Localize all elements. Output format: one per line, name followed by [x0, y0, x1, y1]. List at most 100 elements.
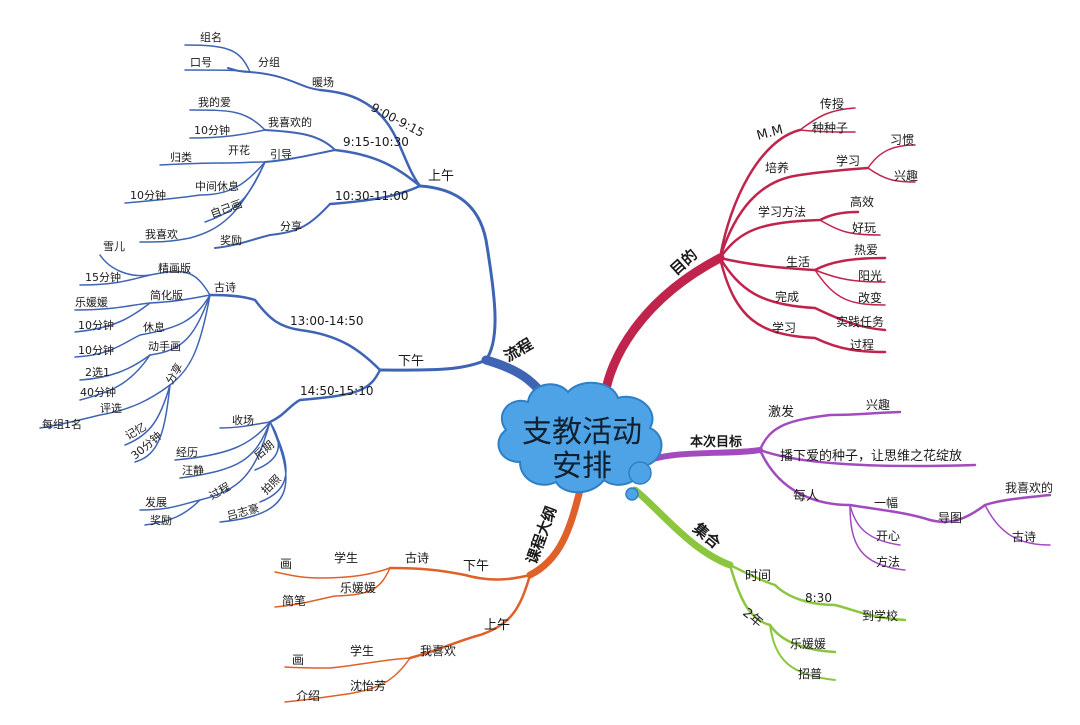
- node-ten-a[interactable]: 10分钟: [78, 318, 114, 332]
- node-process[interactable]: 过程: [207, 480, 233, 502]
- node-develop[interactable]: 发展: [145, 495, 167, 509]
- node-teach[interactable]: 传授: [820, 96, 844, 111]
- node-my-love[interactable]: 我的爱: [198, 95, 231, 109]
- node-hand-draw[interactable]: 动手画: [148, 339, 181, 353]
- node-method[interactable]: 学习方法: [758, 204, 806, 219]
- node-fifteen[interactable]: 15分钟: [85, 270, 121, 284]
- node-fav[interactable]: 我喜欢的: [268, 115, 312, 129]
- node-course-lyy[interactable]: 乐媛媛: [340, 581, 376, 595]
- node-rest[interactable]: 休息: [143, 320, 165, 334]
- node-course-shen[interactable]: 沈怡芳: [350, 678, 386, 693]
- node-course-student[interactable]: 学生: [334, 550, 358, 565]
- node-forty[interactable]: 40分钟: [80, 385, 116, 399]
- node-pm[interactable]: 下午: [398, 354, 424, 369]
- node-pm-s1-time[interactable]: 13:00-14:50: [290, 314, 364, 328]
- node-break[interactable]: 中间休息: [195, 179, 239, 193]
- node-course-student2[interactable]: 学生: [350, 643, 374, 658]
- node-one[interactable]: 一幅: [874, 495, 898, 510]
- node-course-pm[interactable]: 下午: [463, 559, 489, 574]
- node-exp[interactable]: 经历: [176, 446, 198, 459]
- node-fun[interactable]: 好玩: [852, 221, 876, 235]
- node-ten-b[interactable]: 10分钟: [78, 343, 114, 357]
- node-course-poem[interactable]: 古诗: [405, 550, 429, 565]
- node-study[interactable]: 学习: [836, 153, 860, 168]
- node-flow[interactable]: 流程: [501, 335, 536, 366]
- node-poem-obj[interactable]: 古诗: [1012, 529, 1036, 544]
- node-love[interactable]: 热爱: [854, 243, 878, 257]
- node-fine[interactable]: 精画版: [158, 261, 191, 275]
- node-objective[interactable]: 本次目标: [690, 434, 742, 450]
- node-reward-pm[interactable]: 奖励: [150, 513, 172, 527]
- node-interest-obj[interactable]: 兴趣: [866, 397, 890, 412]
- node-photo[interactable]: 拍照: [258, 472, 283, 497]
- node-clock[interactable]: 8:30: [805, 591, 832, 605]
- node-time[interactable]: 时间: [745, 569, 771, 584]
- node-happy[interactable]: 开心: [876, 529, 900, 543]
- node-inspire[interactable]: 激发: [768, 404, 794, 420]
- branch-line: [264, 129, 336, 151]
- node-process-goal[interactable]: 过程: [850, 337, 874, 352]
- node-change[interactable]: 改变: [858, 290, 882, 305]
- node-seed[interactable]: 种种子: [812, 121, 848, 135]
- node-am-s3-time[interactable]: 10:30-11:00: [335, 189, 409, 203]
- node-course-pen[interactable]: 简笔: [282, 593, 306, 608]
- node-am-s2-time[interactable]: 9:15-10:30: [343, 135, 409, 149]
- node-map[interactable]: 导图: [938, 511, 962, 525]
- node-course-draw[interactable]: 画: [280, 557, 292, 571]
- branch-line: [284, 657, 411, 669]
- node-habit[interactable]: 习惯: [890, 132, 914, 147]
- node-wrap[interactable]: 收场: [232, 413, 254, 427]
- node-i-like[interactable]: 我喜欢: [145, 227, 178, 241]
- cloud-bubble: [625, 487, 639, 501]
- node-simple[interactable]: 简化版: [150, 288, 183, 302]
- node-reward[interactable]: 奖励: [220, 233, 242, 247]
- node-wang[interactable]: 汪静: [182, 463, 204, 477]
- node-lyy-gather[interactable]: 乐媛媛: [790, 637, 826, 651]
- node-complete[interactable]: 完成: [775, 289, 799, 304]
- node-poem[interactable]: 古诗: [214, 280, 236, 294]
- node-self-draw[interactable]: 自己画: [209, 197, 244, 221]
- node-grade[interactable]: 2年: [739, 606, 765, 631]
- branch-line: [758, 410, 902, 452]
- node-per-group[interactable]: 每组1名: [42, 417, 82, 431]
- node-am[interactable]: 上午: [428, 169, 454, 184]
- node-ten-min-2[interactable]: 10分钟: [130, 188, 166, 202]
- node-choose[interactable]: 2选1: [85, 366, 110, 379]
- branch-line: [179, 421, 271, 479]
- node-zhao[interactable]: 招普: [798, 667, 822, 681]
- node-share[interactable]: 分享: [280, 219, 302, 233]
- node-mm[interactable]: M.M: [755, 122, 785, 143]
- node-group-name[interactable]: 组名: [200, 30, 222, 44]
- node-interest-goal[interactable]: 兴趣: [894, 168, 918, 183]
- node-course-draw2[interactable]: 画: [292, 653, 304, 667]
- node-sunny[interactable]: 阳光: [858, 269, 882, 283]
- node-cultivate[interactable]: 培养: [765, 160, 789, 175]
- node-course-am[interactable]: 上午: [484, 618, 510, 633]
- node-slogan[interactable]: 口号: [190, 56, 212, 69]
- node-sow[interactable]: 播下爱的种子，让思维之花绽放: [780, 448, 962, 464]
- node-flower[interactable]: 开花: [228, 144, 250, 157]
- node-efficient[interactable]: 高效: [850, 194, 874, 209]
- node-method-obj[interactable]: 方法: [876, 554, 900, 569]
- node-lyy[interactable]: 乐媛媛: [75, 295, 108, 309]
- center-node[interactable]: 支教活动 安排: [497, 381, 663, 501]
- node-life[interactable]: 生活: [786, 255, 810, 269]
- node-group[interactable]: 分组: [258, 55, 280, 69]
- node-course-intro[interactable]: 介绍: [296, 689, 320, 703]
- node-fav-obj[interactable]: 我喜欢的: [1005, 480, 1053, 495]
- node-arrive[interactable]: 到学校: [862, 608, 898, 623]
- node-each[interactable]: 每人: [793, 488, 819, 504]
- node-lv[interactable]: 吕志豪: [225, 501, 260, 523]
- node-warmup[interactable]: 暖场: [312, 75, 334, 89]
- node-guide[interactable]: 引导: [270, 147, 292, 161]
- node-classify[interactable]: 归类: [170, 150, 192, 164]
- node-task[interactable]: 实践任务: [836, 314, 884, 329]
- node-learn[interactable]: 学习: [772, 320, 796, 335]
- node-pm-s2-time[interactable]: 14:50-15:10: [300, 384, 374, 398]
- node-select[interactable]: 评选: [100, 402, 122, 415]
- node-ten-min[interactable]: 10分钟: [194, 123, 230, 137]
- node-course-i-like[interactable]: 我喜欢: [420, 643, 456, 658]
- branch-line: [867, 167, 916, 183]
- node-snow[interactable]: 雪儿: [103, 240, 125, 253]
